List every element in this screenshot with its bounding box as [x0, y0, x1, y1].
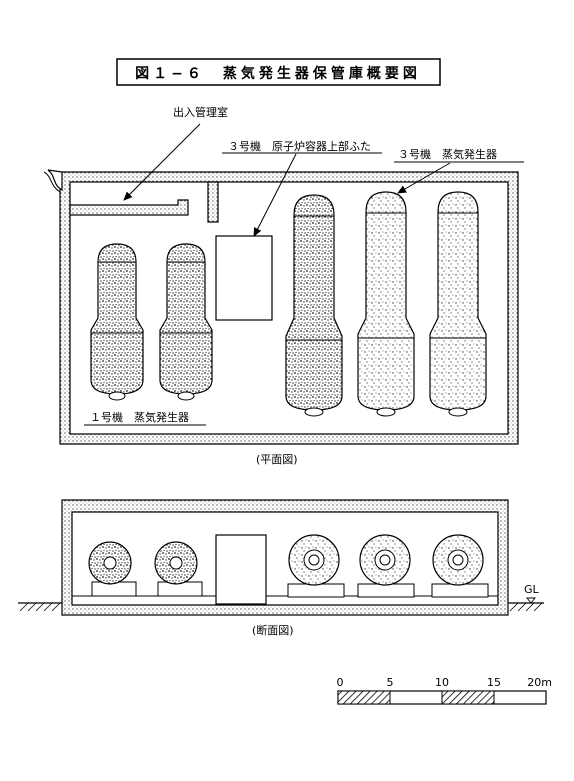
unit1-sg-label: １号機 蒸気発生器: [90, 410, 189, 424]
unit3-sg-1: [285, 194, 343, 417]
scale-bar: 0 5 10 15 20m: [337, 676, 552, 705]
section-unit1-sg-1: [88, 541, 137, 597]
title-box: 図１−６ 蒸気発生器保管庫概要図: [116, 58, 441, 86]
section-view: GL (断面図): [18, 499, 544, 637]
section-outer-wall: [61, 499, 509, 616]
plan-outer-wall: [59, 171, 519, 445]
gl-marker-icon: [526, 597, 536, 604]
section-caption: (断面図): [252, 623, 294, 637]
entrance-room-partition: [69, 199, 189, 216]
unit3-sg-2: [357, 191, 415, 417]
entrance-room-label: 出入管理室: [173, 105, 228, 119]
unit1-sg-1: [90, 243, 144, 401]
center-partition: [207, 181, 219, 223]
plan-view: 出入管理室 ３号機 原子炉容器上部ふた ３号機 蒸気発生器 １号機 蒸気発生器 …: [43, 105, 524, 466]
unit3-sg-label: ３号機 蒸気発生器: [398, 147, 497, 161]
scale-tick-label: 5: [387, 676, 394, 689]
scale-hatched-segment-0: [337, 690, 391, 705]
scale-tick-label: 15: [487, 676, 501, 689]
scale-tick-label: 10: [435, 676, 449, 689]
section-reactor-vessel-head: [215, 534, 267, 605]
section-unit1-sg-2: [154, 541, 203, 597]
section-unit3-sg-3: [431, 534, 489, 598]
entrance-break: [47, 169, 63, 192]
gl-label: GL: [524, 583, 540, 596]
unit3-sg-3: [429, 191, 487, 417]
unit1-sg-2: [159, 243, 213, 401]
section-unit3-sg-1: [287, 534, 345, 598]
scale-tick-label: 20m: [527, 676, 552, 689]
scale-tick-label: 0: [337, 676, 344, 689]
page-title: 図１−６ 蒸気発生器保管庫概要図: [135, 65, 421, 82]
scale-hatched-segment-1: [441, 690, 495, 705]
unit3-lid-label: ３号機 原子炉容器上部ふた: [228, 139, 371, 153]
plan-caption: (平面図): [256, 453, 298, 466]
reactor-vessel-head: [215, 235, 273, 321]
section-unit3-sg-2: [357, 534, 415, 598]
